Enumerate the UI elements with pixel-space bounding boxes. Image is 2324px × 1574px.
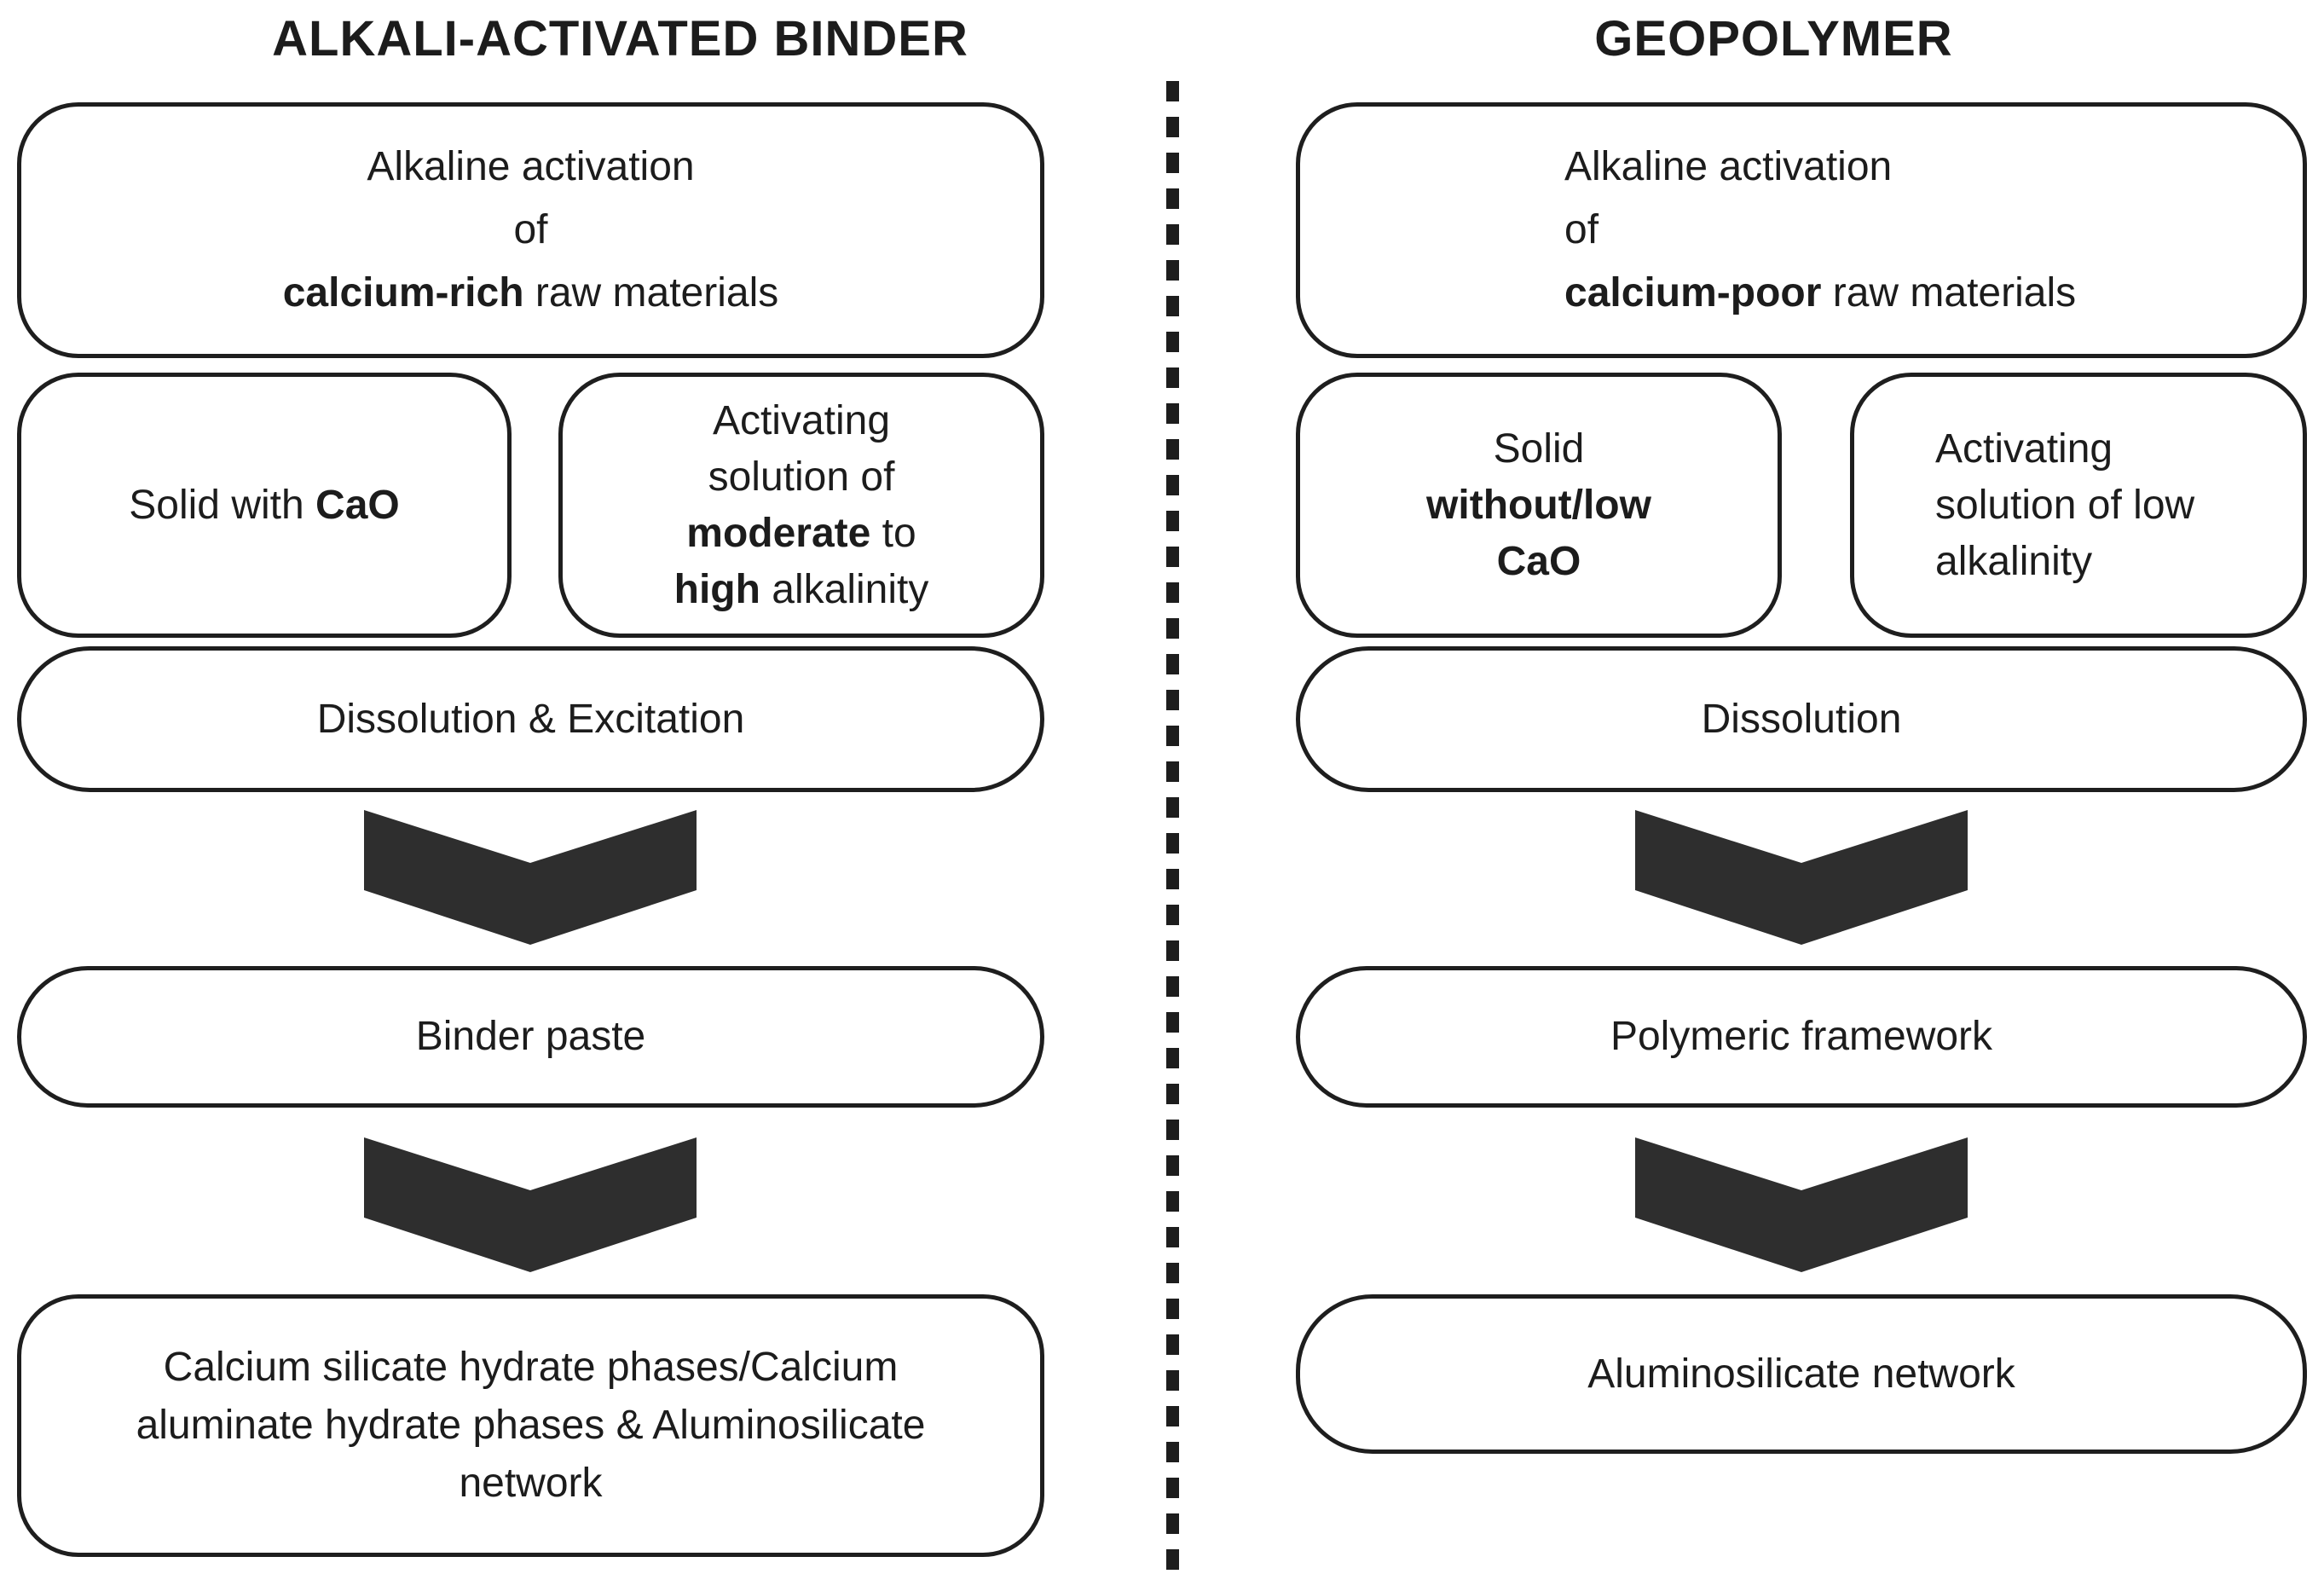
node-dissolution-excitation: Dissolution & Excitation [17,646,1044,792]
node-activating-solution-moderate-high: Activating solution of moderate to high … [558,373,1044,638]
node-text-line: of [1564,207,1599,252]
node-text-line: solution of low [1935,482,2195,528]
node-text-line: alkalinity [1935,538,2093,584]
node-text-line: Polymeric framework [1610,1014,1993,1059]
node-text-line: aluminate hydrate phases & Aluminosilica… [136,1403,926,1448]
node-text-line: Solid [1493,425,1585,472]
chevron-down-icon [364,810,697,945]
node-alkaline-activation-calcium-rich: Alkaline activation of calcium-rich raw … [17,102,1044,358]
node-text-line: Aluminosilicate network [1587,1351,2015,1397]
node-calcium-silicate-hydrate-network: Calcium silicate hydrate phases/Calcium … [17,1294,1044,1557]
right-column-title: GEOPOLYMER [1594,11,1953,67]
node-text-line: calcium-poor raw materials [1564,270,2077,315]
node-aluminosilicate-network: Aluminosilicate network [1296,1294,2307,1454]
node-text-line: Dissolution & Excitation [316,696,745,742]
node-solid-without-low-cao: Solid without/low CaO [1296,373,1782,638]
chevron-down-icon [1635,1137,1968,1272]
node-text-line: high alkalinity [673,566,929,612]
column-divider-dashed-line [1166,81,1179,1574]
node-text-line: Dissolution [1701,696,1902,742]
node-text-line: Activating [1935,425,2113,472]
node-text-line: network [459,1461,603,1506]
node-text-line: of [513,207,548,252]
node-text-line: moderate to [686,510,916,556]
node-polymeric-framework: Polymeric framework [1296,966,2307,1108]
node-text-line: without/low [1426,482,1651,528]
node-text-line: Calcium silicate hydrate phases/Calcium [163,1345,899,1390]
chevron-down-icon [1635,810,1968,945]
node-activating-solution-low-alkalinity: Activating solution of low alkalinity [1850,373,2307,638]
node-text-line: Solid with CaO [129,482,400,528]
left-column-title: ALKALI-ACTIVATED BINDER [272,11,968,67]
node-alkaline-activation-calcium-poor: Alkaline activation of calcium-poor raw … [1296,102,2307,358]
node-dissolution: Dissolution [1296,646,2307,792]
chevron-down-icon [364,1137,697,1272]
node-text-line: Alkaline activation [1564,144,1893,189]
node-text-line: Binder paste [415,1014,646,1059]
node-text-line: Activating [712,397,891,443]
node-binder-paste: Binder paste [17,966,1044,1108]
node-text-line: calcium-rich raw materials [282,270,779,315]
node-text-line: CaO [1496,538,1581,584]
node-text-line: solution of [708,454,895,500]
node-text-line: Alkaline activation [367,144,695,189]
node-solid-with-cao: Solid with CaO [17,373,512,638]
